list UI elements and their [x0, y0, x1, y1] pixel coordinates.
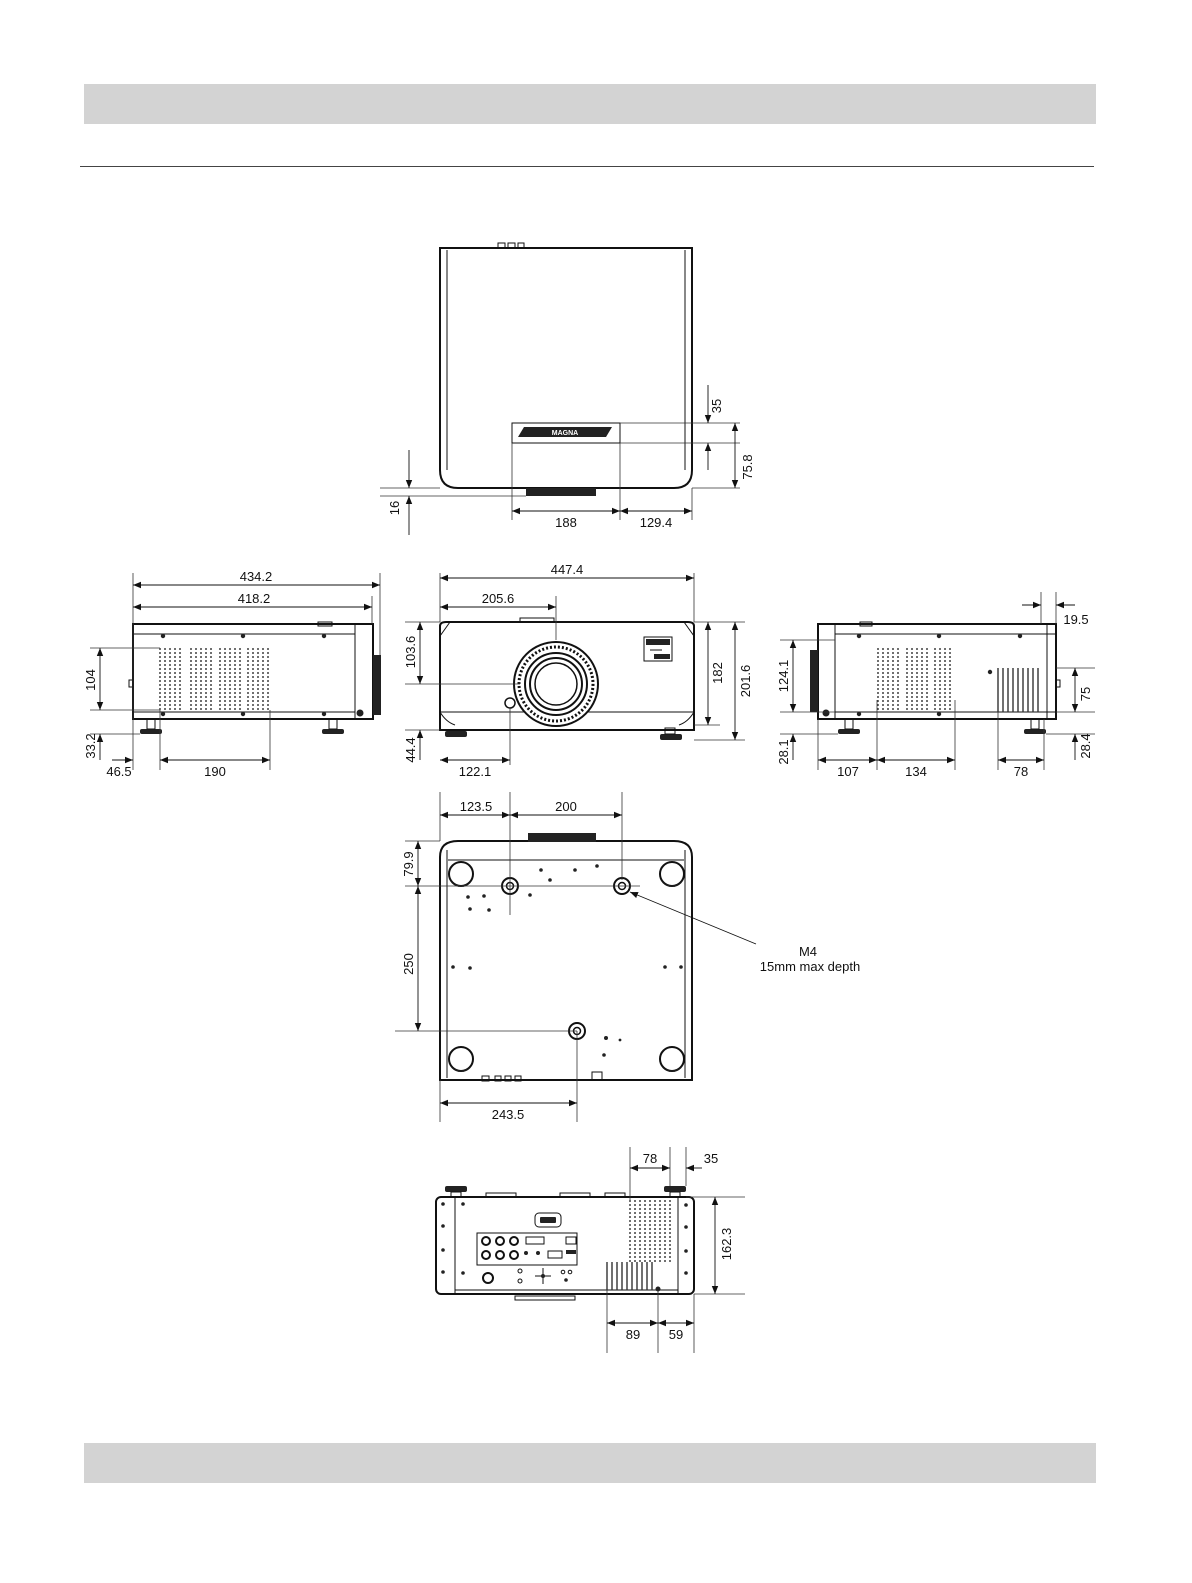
dim-right-75: 75	[1078, 687, 1093, 701]
dim-bottom-200: 200	[555, 799, 577, 814]
right-side-view: 19.5 124.1 75 28.1 107 134 78 28.4	[776, 592, 1095, 779]
m4-depth-note: 15mm max depth	[760, 959, 860, 974]
dim-front-122-1: 122.1	[459, 764, 492, 779]
dim-front-447-4: 447.4	[551, 562, 584, 577]
dim-right-19-5: 19.5	[1063, 612, 1088, 627]
dim-left-434-2: 434.2	[240, 569, 273, 584]
dim-right-78: 78	[1014, 764, 1028, 779]
dim-front-44-4: 44.4	[403, 737, 418, 762]
dim-right-28-1: 28.1	[776, 739, 791, 764]
dim-top-75-8: 75.8	[740, 454, 755, 479]
dim-rear-162-3: 162.3	[719, 1228, 734, 1261]
dim-right-124-1: 124.1	[776, 660, 791, 693]
dim-rear-59: 59	[669, 1327, 683, 1342]
dim-rear-78: 78	[643, 1151, 657, 1166]
rear-view: 78 35 162.3 89 59	[436, 1147, 745, 1353]
dim-right-28-4: 28.4	[1078, 733, 1093, 758]
dim-right-107: 107	[837, 764, 859, 779]
m4-thread-note: M4	[799, 944, 817, 959]
dim-right-134: 134	[905, 764, 927, 779]
dim-top-16: 16	[387, 501, 402, 515]
dim-left-46-5: 46.5	[106, 764, 131, 779]
dim-top-188: 188	[555, 515, 577, 530]
dim-left-33-2: 33.2	[83, 733, 98, 758]
dim-rear-35: 35	[704, 1151, 718, 1166]
dim-left-418-2: 418.2	[238, 591, 271, 606]
dim-bottom-123-5: 123.5	[460, 799, 493, 814]
dim-bottom-250: 250	[401, 953, 416, 975]
dim-top-129-4: 129.4	[640, 515, 673, 530]
dim-front-182: 182	[710, 662, 725, 684]
dim-left-190: 190	[204, 764, 226, 779]
dim-bottom-243-5: 243.5	[492, 1107, 525, 1122]
front-view: 447.4 205.6 103.6 182 201.6 44.4 122.1	[403, 562, 753, 779]
dim-front-201-6: 201.6	[738, 665, 753, 698]
dim-bottom-79-9: 79.9	[401, 851, 416, 876]
left-side-view: 434.2 418.2 104 33.2 46.5 190	[83, 569, 381, 779]
dim-top-35: 35	[709, 399, 724, 413]
dim-front-103-6: 103.6	[403, 636, 418, 669]
dim-left-104: 104	[83, 669, 98, 691]
brand-logo: MAGNA	[518, 427, 612, 437]
dim-rear-89: 89	[626, 1327, 640, 1342]
lens	[514, 642, 598, 726]
bottom-view: 123.5 200 79.9 250 243.5 M4 15mm max dep…	[395, 792, 860, 1122]
dim-front-205-6: 205.6	[482, 591, 515, 606]
svg-text:MAGNA: MAGNA	[552, 430, 578, 437]
top-view: MAGNA 35 75.8 16 188 129.4	[380, 243, 755, 535]
